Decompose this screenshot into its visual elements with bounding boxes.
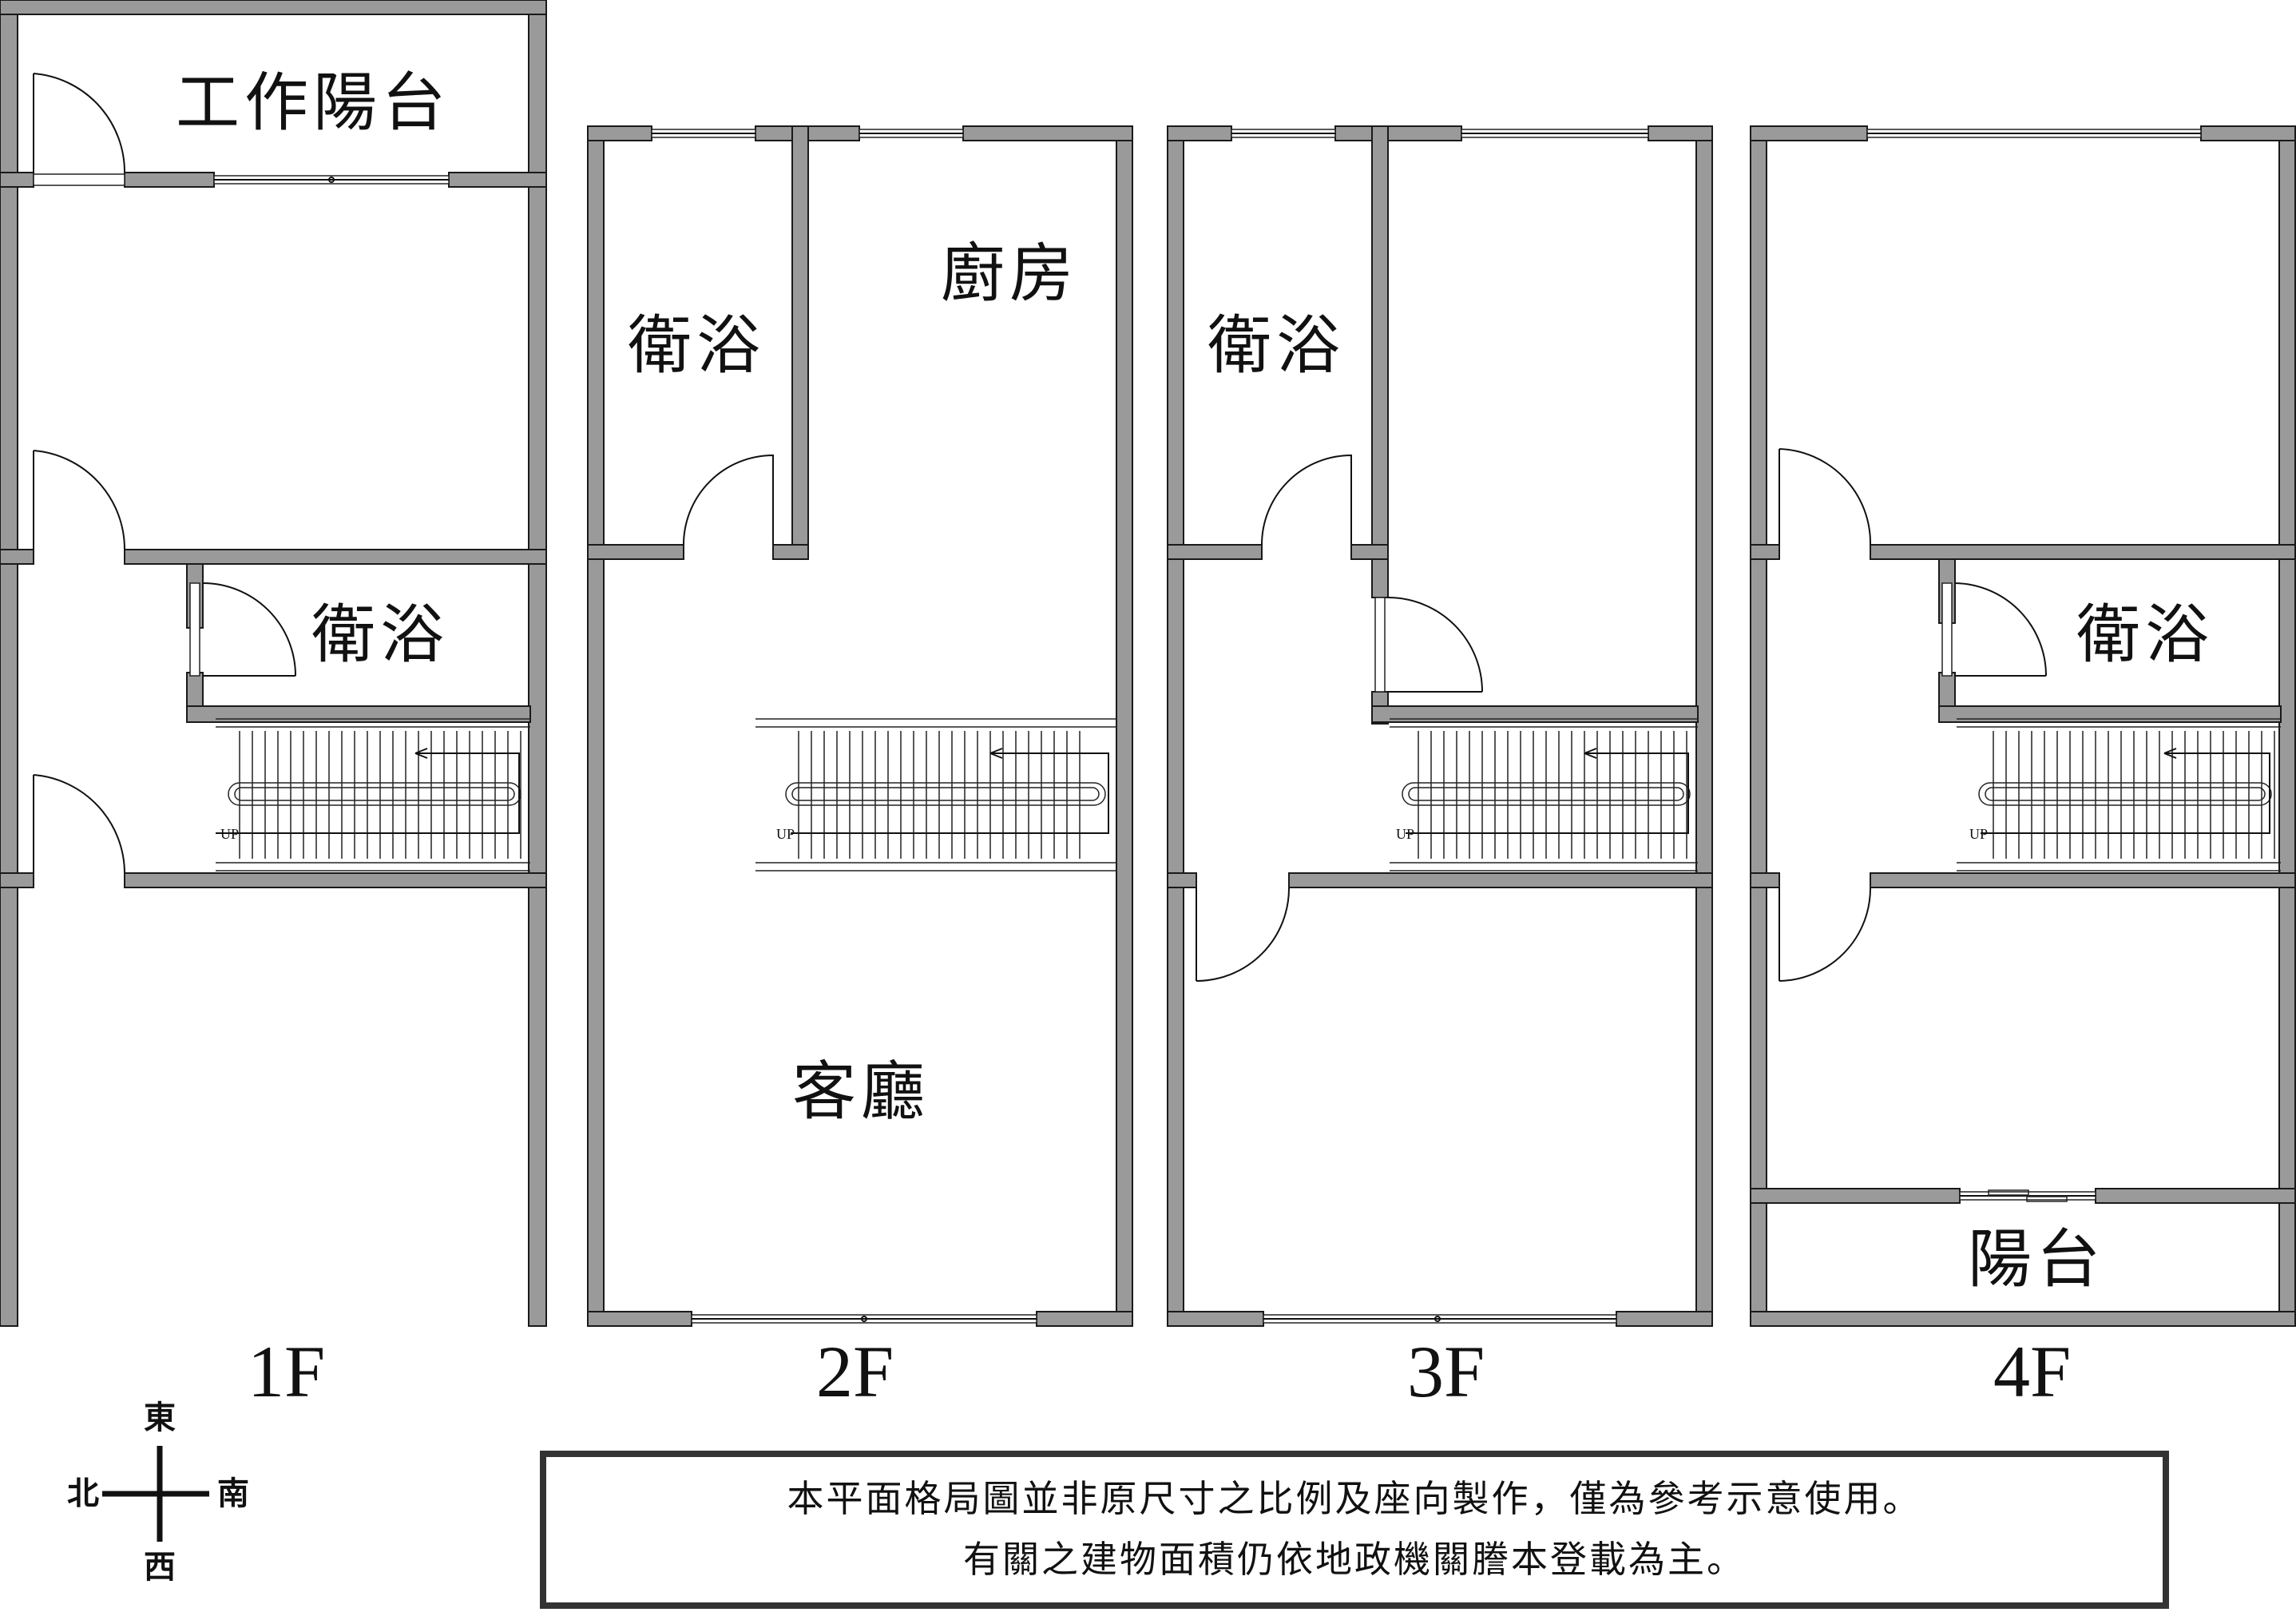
stairs-4f: UP (1957, 718, 2281, 872)
floor-label-3f: 3F (1407, 1331, 1485, 1412)
walls-1f (0, 0, 547, 1327)
window-1f-balcony (213, 175, 450, 185)
windows-3f (1231, 129, 1649, 1324)
stairs-1f: UP (216, 718, 530, 872)
floor-1f: UP 工作陽台 衛浴 1F (0, 0, 547, 1412)
walls-2f (587, 125, 1133, 1327)
disclaimer-line-1: 本平面格局圖並非原尺寸之比例及座向製作，僅為參考示意使用。 (787, 1477, 1922, 1520)
floor-4f: UP 衛浴 陽台 4F (1750, 125, 2296, 1412)
compass-west-label: 西 (144, 1548, 176, 1586)
disclaimer-line-2: 有關之建物面積仍依地政機關謄本登載為主。 (963, 1538, 1746, 1581)
room-label-bathroom-2f: 衛浴 (628, 308, 765, 383)
room-label-kitchen: 廚房 (941, 236, 1078, 311)
stair-treads-3f (1418, 731, 1687, 859)
stairs-up-label-4f: UP (1969, 826, 1988, 842)
stairs-up-label-3f: UP (1396, 826, 1414, 842)
floor-2f: UP 衛浴 廚房 客廳 2F (587, 125, 1133, 1412)
windows-2f (651, 129, 1037, 1324)
disclaimer-box: 本平面格局圖並非原尺寸之比例及座向製作，僅為參考示意使用。 有關之建物面積仍依地… (540, 1451, 2169, 1609)
stair-treads-1f (239, 731, 521, 859)
floor-3f: UP 衛浴 3F (1167, 125, 1713, 1412)
windows-4f (1866, 129, 2202, 1202)
room-label-work-balcony: 工作陽台 (176, 66, 450, 140)
doors-4f (1779, 448, 2047, 982)
room-label-living-room: 客廳 (792, 1054, 930, 1129)
stairs-up-label-2f: UP (776, 826, 795, 842)
room-label-bathroom-3f: 衛浴 (1207, 308, 1345, 383)
walls-4f (1750, 125, 2296, 1327)
doors-2f (683, 454, 774, 546)
room-label-bathroom-4f: 衛浴 (2076, 598, 2214, 672)
floor-label-2f: 2F (816, 1331, 894, 1412)
compass: 東 西 北 南 (67, 1399, 249, 1586)
stair-treads-2f (798, 731, 1081, 859)
doors-3f (1196, 454, 1483, 982)
floor-label-1f: 1F (248, 1331, 325, 1412)
stairs-3f: UP (1390, 718, 1698, 872)
doors-1f (33, 73, 296, 874)
stairs-2f: UP (755, 718, 1116, 872)
walls-3f (1167, 125, 1713, 1327)
compass-east-label: 東 (144, 1399, 176, 1436)
room-label-bathroom-1f: 衛浴 (311, 598, 449, 672)
room-label-balcony-4f: 陽台 (1968, 1222, 2105, 1296)
stair-treads-4f (1993, 731, 2275, 859)
compass-south-label: 南 (217, 1475, 249, 1512)
compass-north-label: 北 (67, 1475, 99, 1512)
floor-label-4f: 4F (1993, 1331, 2071, 1412)
stairs-up-label-1f: UP (220, 826, 239, 842)
